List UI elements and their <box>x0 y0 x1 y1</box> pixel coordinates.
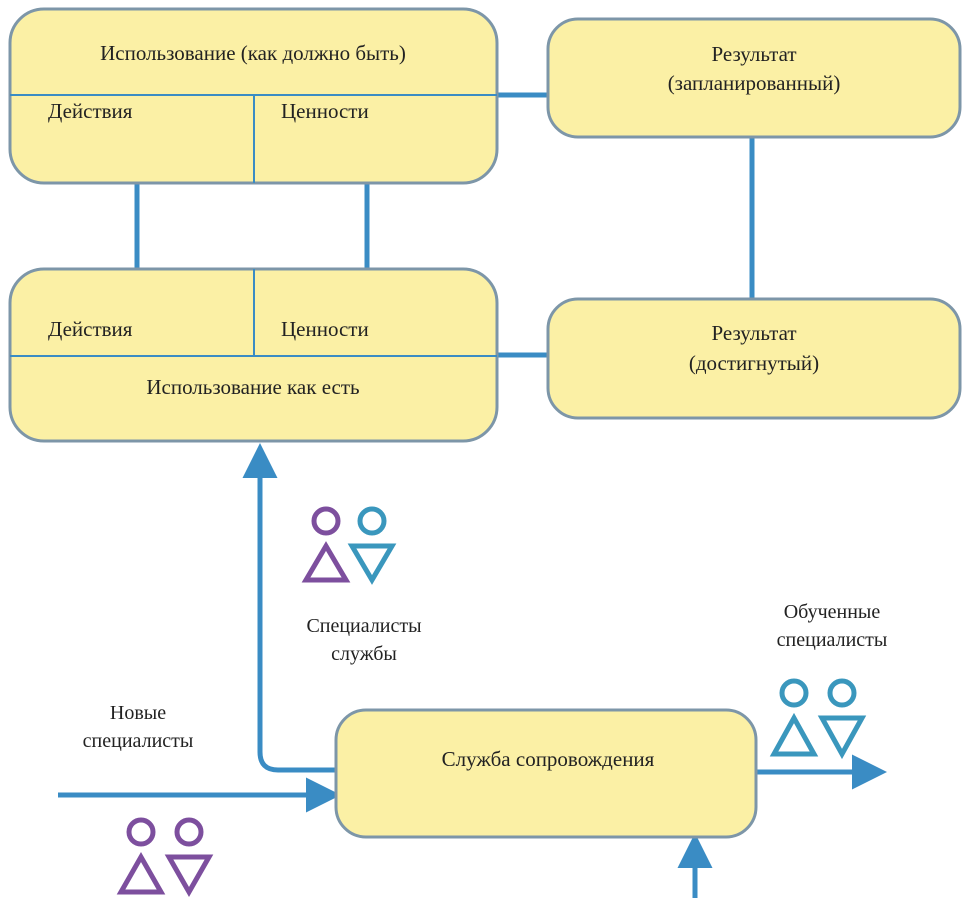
support-service-label: Служба сопровождения <box>442 747 655 771</box>
arrow-to-actual-usage <box>242 443 336 773</box>
result-planned-box: Результат (запланированный) <box>546 17 962 139</box>
trained-specialists-label-line2: специалисты <box>777 629 888 651</box>
result-planned-line1: Результат <box>711 42 796 66</box>
service-specialists-label-line2: службы <box>331 643 397 665</box>
usage-target-values: Ценности <box>281 99 369 123</box>
usage-actual-actions: Действия <box>48 317 133 341</box>
usage-target-actions: Действия <box>48 99 133 123</box>
support-service-box: Служба сопровождения <box>334 708 758 839</box>
service-specialists-people-icon <box>301 506 397 585</box>
connectors <box>58 92 887 898</box>
result-achieved-box: Результат (достигнутый) <box>546 297 962 420</box>
result-achieved-line1: Результат <box>711 321 796 345</box>
new-specialists-people-icon <box>116 817 214 898</box>
new-specialists-label-line2: специалисты <box>83 730 194 752</box>
usage-target-box: Использование (как должно быть) Действия… <box>8 7 499 185</box>
usage-target-title: Использование (как должно быть) <box>100 41 406 65</box>
usage-actual-values: Ценности <box>281 317 369 341</box>
usage-actual-box: Действия Ценности Использование как есть <box>8 267 499 443</box>
service-specialists-label-line1: Специалисты <box>306 615 421 637</box>
new-specialists-label-line1: Новые <box>110 702 166 724</box>
result-planned-line2: (запланированный) <box>668 71 841 95</box>
result-achieved-line2: (достигнутый) <box>689 351 819 375</box>
usage-actual-title: Использование как есть <box>146 375 359 399</box>
trained-specialists-label-line1: Обученные <box>784 601 881 623</box>
trained-specialists-people-icon <box>769 678 867 760</box>
